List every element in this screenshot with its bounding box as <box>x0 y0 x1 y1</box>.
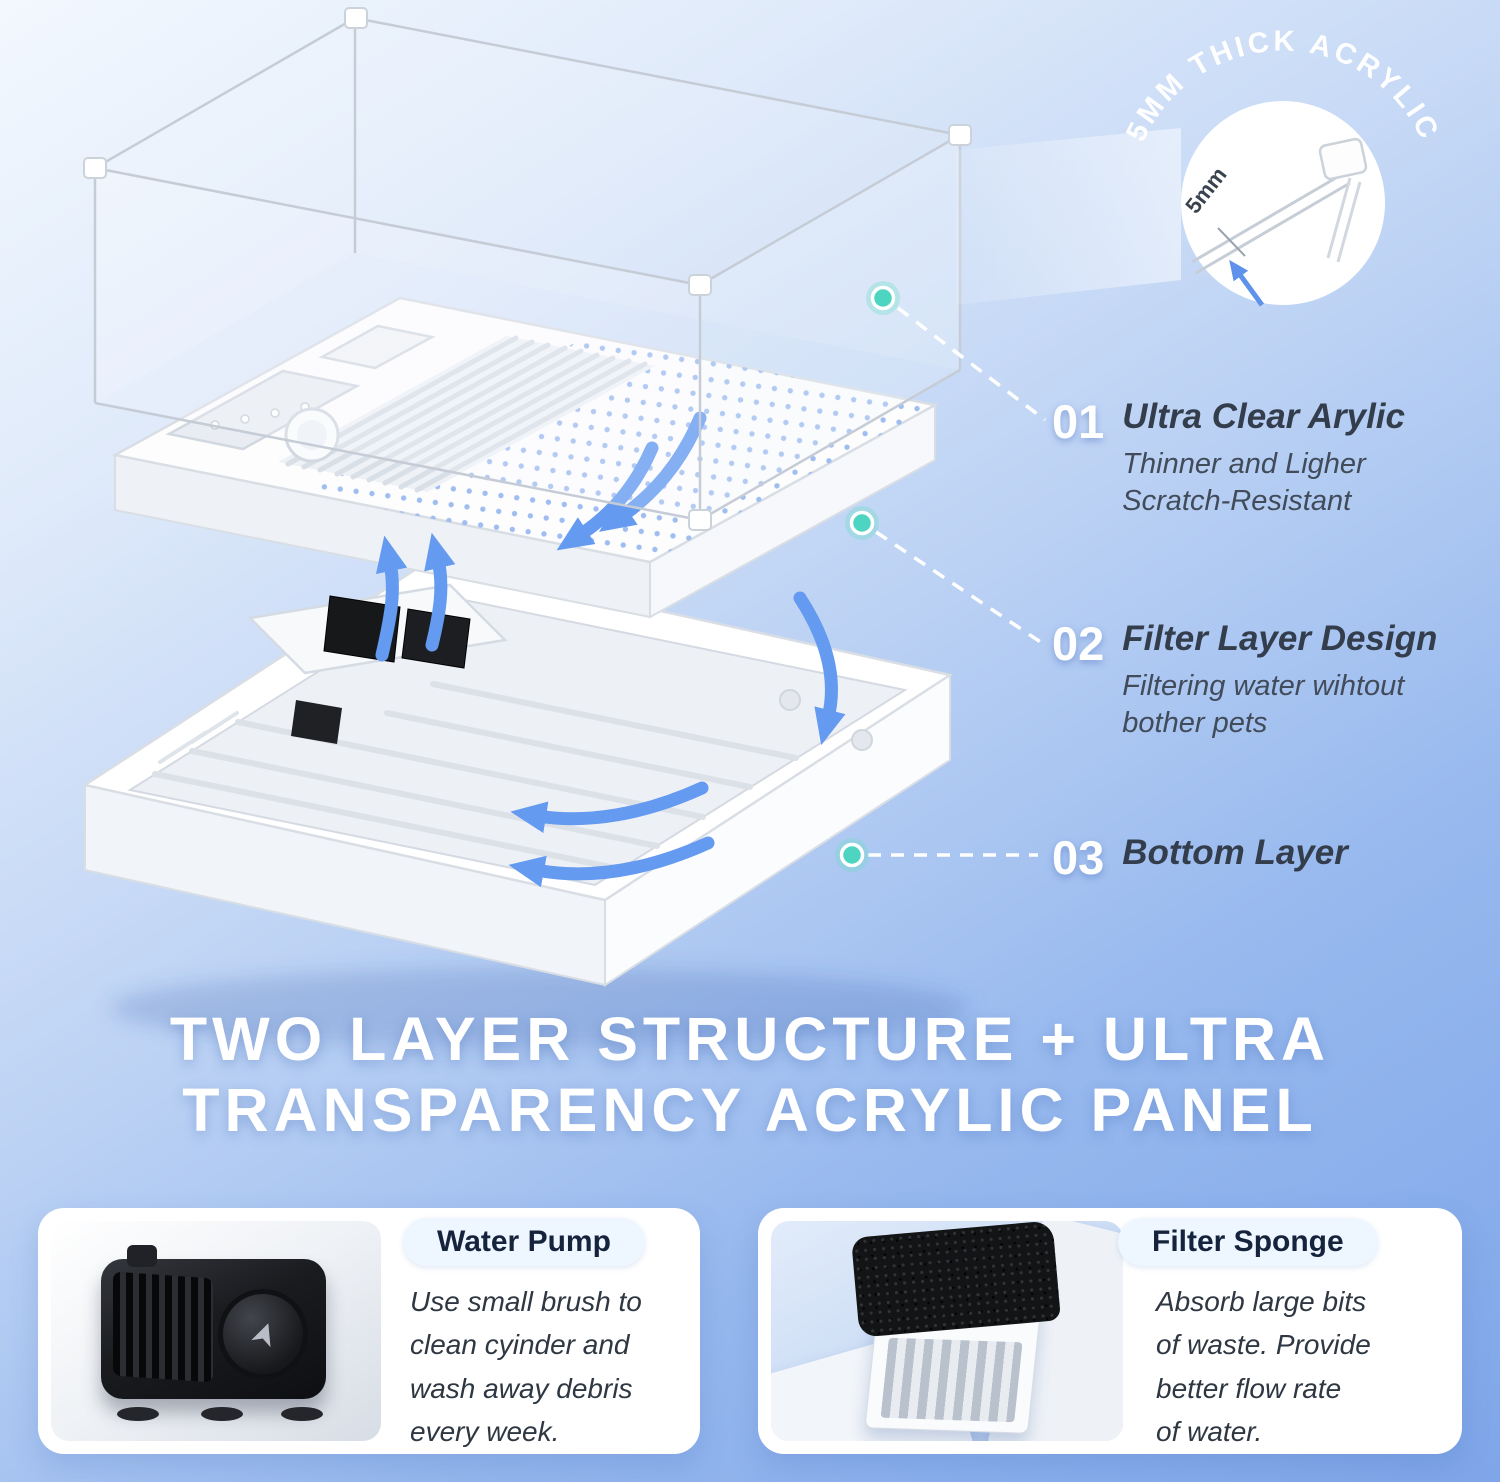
water-pump-card: ➤ Water Pump Use small brush to clean cy… <box>38 1208 700 1454</box>
pump-cap-hole <box>284 407 340 463</box>
highlight-beam <box>956 128 1181 305</box>
main-heading: TWO LAYER STRUCTURE + ULTRA TRANSPARENCY… <box>0 1004 1500 1146</box>
basin-floor-ridges <box>152 681 799 872</box>
callout-filter-layer: 02 Filter Layer Design Filtering water w… <box>1052 620 1437 743</box>
thickness-badge: 5MM THICK ACRYLIC 5mm <box>1120 25 1445 307</box>
recessed-compartment <box>165 369 361 451</box>
sponge-basket-2 <box>401 608 471 669</box>
acrylic-edges <box>91 16 964 522</box>
callout-desc-2: Filtering water wihtout bother pets <box>1122 669 1405 740</box>
thickness-measure-label: 5mm <box>1180 162 1231 218</box>
filter-compartment-walls <box>247 583 508 675</box>
water-flow-arrows <box>375 411 846 746</box>
callout-number-2: 02 <box>1052 617 1105 670</box>
callout-dot-1 <box>866 281 900 315</box>
callout-desc-1: Thinner and Ligher Scratch-Resistant <box>1122 447 1366 518</box>
badge-arc-text: 5MM THICK ACRYLIC <box>1120 25 1442 146</box>
pump-suction-foot <box>201 1407 243 1421</box>
water-pump-photo: ➤ <box>51 1221 381 1441</box>
badge-arc-text-holder: 5MM THICK ACRYLIC <box>1120 25 1445 146</box>
filter-sponge-label: Filter Sponge <box>1118 1218 1378 1266</box>
acrylic-corner-detail: 5mm <box>1180 137 1368 307</box>
callout-title-2: Filter Layer Design <box>1122 619 1438 658</box>
pump-grille <box>113 1271 213 1383</box>
water-pump-description: Use small brush to clean cyinder and was… <box>410 1286 642 1448</box>
callout-dots <box>835 281 900 872</box>
basin-interior-floor <box>127 593 908 887</box>
pump-opening <box>291 700 342 744</box>
pump-nozzle <box>127 1245 157 1267</box>
bottom-water-flow-arrows <box>508 781 715 888</box>
acrylic-panel-box <box>83 7 972 531</box>
basking-ramp <box>278 336 655 492</box>
corner-brackets <box>83 7 972 531</box>
filter-sponge-photo <box>771 1221 1123 1441</box>
callout-title-3: Bottom Layer <box>1122 833 1348 872</box>
compartment-holes <box>210 402 310 430</box>
badge-circle <box>1181 101 1385 305</box>
callout-title-1: Ultra Clear Arylic <box>1122 397 1405 436</box>
callout-number-1: 01 <box>1052 395 1105 448</box>
callout-connector-lines <box>868 306 1047 857</box>
callout-number-3: 03 <box>1052 831 1105 884</box>
filter-sponge-card: Filter Sponge Absorb large bits of waste… <box>758 1208 1462 1454</box>
callout-dot-2 <box>845 506 879 540</box>
feeding-cutout <box>318 324 436 370</box>
water-pump-label: Water Pump <box>403 1218 645 1266</box>
filter-sponge-description: Absorb large bits of waste. Provide bett… <box>1156 1286 1371 1448</box>
basin-left-ribs <box>158 711 239 764</box>
callout-ultra-clear-acrylic: 01 Ultra Clear Arylic Thinner and Ligher… <box>1052 398 1405 521</box>
pump-flow-dial: ➤ <box>218 1289 308 1379</box>
pump-suction-foot <box>117 1407 159 1421</box>
thickness-arrow <box>1229 259 1265 307</box>
filter-sponge-image <box>851 1221 1061 1338</box>
bottom-basin-layer <box>81 558 970 1048</box>
corner-bracket-detail <box>1318 137 1368 181</box>
callout-bottom-layer: 03 Bottom Layer <box>1052 834 1348 882</box>
perforated-platform <box>302 336 935 562</box>
filter-tray-layer <box>111 296 939 619</box>
water-pump-image: ➤ <box>101 1245 326 1399</box>
heading-line-2: TRANSPARENCY ACRYLIC PANEL <box>182 1075 1318 1144</box>
dial-arrow-icon: ➤ <box>241 1315 285 1353</box>
callout-dot-3 <box>835 838 869 872</box>
ramp-ridges <box>285 335 648 493</box>
sponge-basket-1 <box>323 595 401 663</box>
pump-suction-foot <box>281 1407 323 1421</box>
heading-line-1: TWO LAYER STRUCTURE + ULTRA <box>169 1005 1331 1073</box>
